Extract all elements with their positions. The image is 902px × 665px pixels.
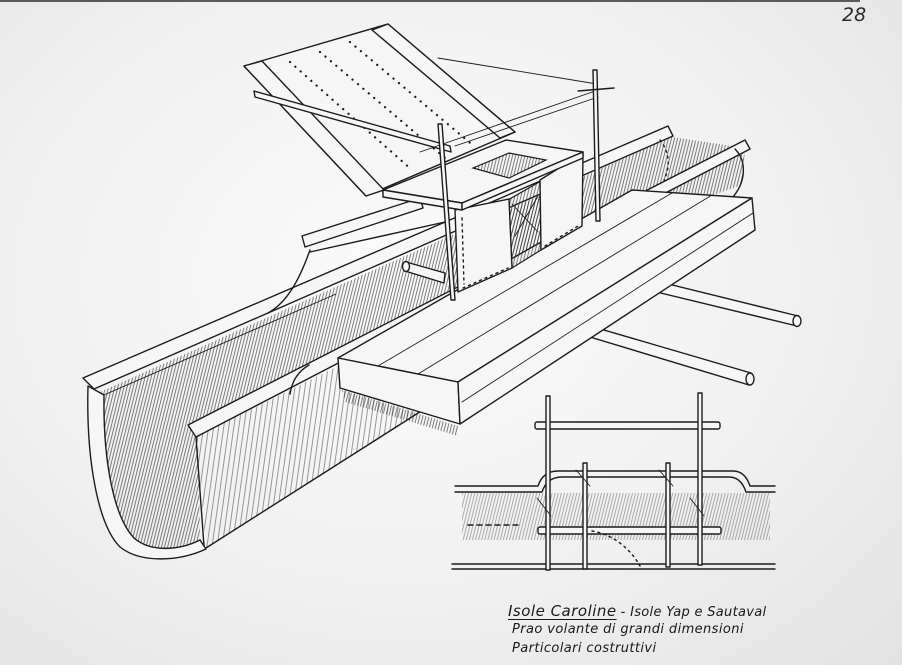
hull-rib-curve: [289, 364, 310, 395]
outrigger-boom-lower: [579, 322, 752, 386]
hut-left-wall: [454, 198, 513, 293]
masts: [437, 69, 615, 301]
deck-hut: [382, 139, 584, 293]
rigging: [253, 57, 599, 153]
hull-far-end: [732, 148, 745, 198]
rigging-line: [419, 89, 599, 153]
detail-lashing: [689, 497, 705, 517]
rigging-line: [437, 57, 598, 85]
hull-near-end-section: [87, 385, 207, 560]
detail-crossbar-upper: [534, 421, 721, 430]
hull-near-end-edge: [195, 436, 205, 547]
detail-gunwale-upper: [454, 470, 776, 487]
caption-title: Isole Caroline: [508, 602, 617, 620]
yard-spar: [253, 90, 452, 153]
caption-line-1: Isole Caroline- Isole Yap e Sautaval: [508, 601, 766, 620]
mast-fore: [437, 123, 456, 301]
scan-top-edge: [0, 0, 860, 2]
lee-platform-stitching: [348, 40, 477, 149]
detail-lashing: [658, 469, 674, 487]
detail-crossbar-lower: [537, 526, 722, 535]
outrigger-booms: [401, 260, 802, 386]
lee-platform-right-rail: [371, 23, 516, 139]
lee-platform-stitching: [318, 50, 447, 160]
hut-wall-lashing: [461, 217, 465, 285]
outrigger-boom-upper-end: [792, 314, 802, 328]
detail-pole: [697, 392, 703, 566]
detail-pole: [582, 462, 588, 570]
lee-platform-stitching: [288, 60, 414, 172]
caption-subject: Prao volante di grandi dimensioni: [512, 622, 744, 637]
detail-inset: [451, 392, 776, 571]
hut-roof-edge-right: [461, 151, 584, 211]
page-number: 28: [842, 4, 867, 26]
caption: Isole Caroline- Isole Yap e Sautaval Pra…: [508, 601, 766, 658]
platform-plank-seam: [377, 192, 673, 367]
hut-wall-lashing: [544, 225, 579, 247]
detail-lashing: [575, 469, 591, 487]
rigging-line: [454, 96, 599, 147]
washstrake-lower-edge: [309, 221, 446, 253]
platform-side-grain: [461, 212, 754, 403]
caption-detail: Particolari costruttivi: [512, 641, 657, 656]
platform-under-hatching: [342, 390, 458, 436]
hut-roof-opening: [471, 152, 548, 179]
hut-wall-lashing: [462, 267, 509, 289]
washstrake-end-curve: [267, 249, 311, 314]
mast-aft: [592, 69, 601, 222]
detail-pole: [545, 395, 551, 571]
lee-platform: [243, 23, 516, 197]
hull-inner-lip: [103, 293, 337, 396]
detail-dotted-curve: [591, 530, 641, 567]
detail-lashing: [536, 497, 552, 517]
hull-far-end-hidden-line: [659, 139, 669, 181]
platform-side-face: [457, 197, 756, 425]
outrigger-boom-stub-end: [401, 260, 411, 273]
mast-aft-crossbar: [577, 87, 615, 92]
washstrake-plank: [301, 197, 424, 248]
outrigger-boom-lower-end: [745, 372, 755, 386]
caption-location: - Isole Yap e Sautaval: [620, 605, 767, 620]
hut-opening-strut: [514, 195, 539, 237]
detail-gunwale-lower: [454, 476, 776, 493]
detail-pole: [665, 462, 671, 568]
platform-plank-seam: [417, 194, 713, 375]
